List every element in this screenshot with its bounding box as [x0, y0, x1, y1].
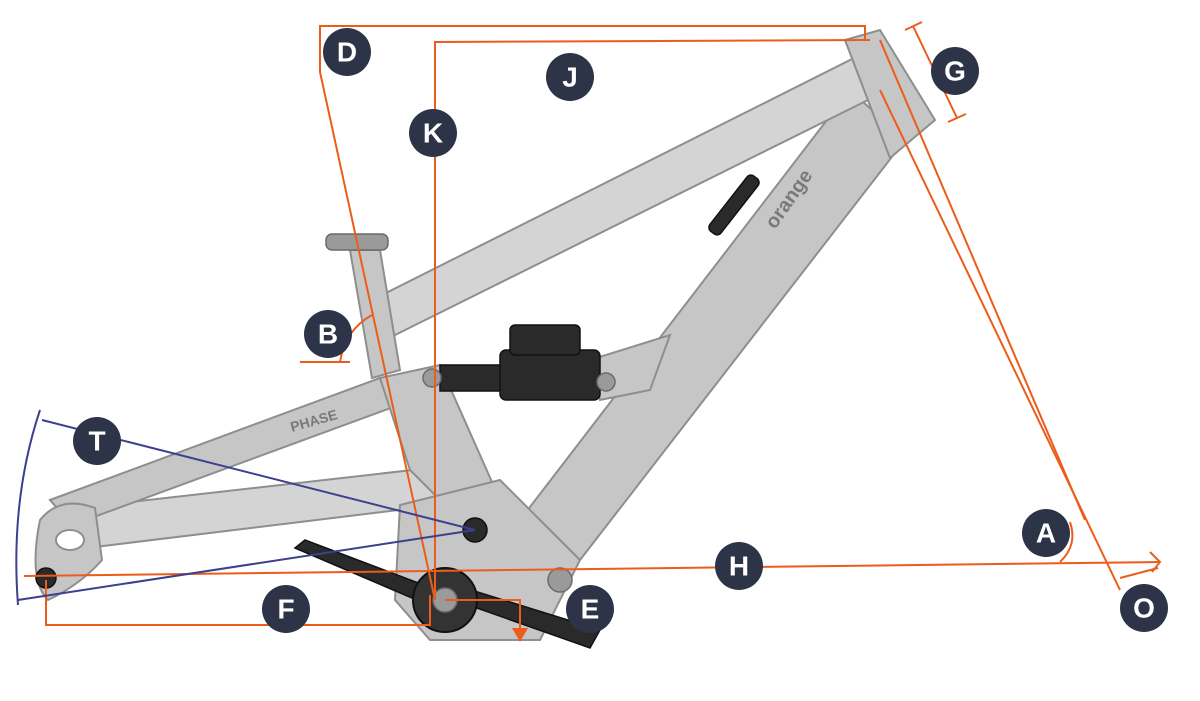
line-o-cap — [1119, 567, 1159, 579]
line-d — [319, 25, 866, 601]
shock-reservoir — [509, 324, 581, 356]
geometry-lines — [23, 21, 1162, 642]
marker-d-label: D — [337, 37, 357, 68]
marker-e-circle — [566, 585, 614, 633]
marker-o: O — [1120, 584, 1168, 632]
marker-b-circle — [304, 310, 352, 358]
arc-t — [15, 409, 41, 606]
marker-t-label: T — [88, 426, 105, 457]
arc-a — [1059, 521, 1074, 563]
marker-g: G — [931, 47, 979, 95]
marker-o-circle — [1120, 584, 1168, 632]
head-tube — [843, 28, 937, 160]
marker-e-label: E — [581, 594, 600, 625]
shock-body — [439, 364, 511, 392]
line-o — [879, 39, 1086, 521]
marker-g-circle — [931, 47, 979, 95]
line-e — [445, 599, 521, 630]
marker-b-label: B — [318, 319, 338, 350]
marker-a-circle — [1022, 509, 1070, 557]
marker-j: J — [546, 53, 594, 101]
marker-h-circle — [715, 542, 763, 590]
marker-h: H — [715, 542, 763, 590]
line-h-cap — [1149, 551, 1162, 573]
marker-h-label: H — [729, 551, 749, 582]
marker-d-circle — [323, 28, 371, 76]
shock-eyelet-front — [422, 368, 442, 388]
bike-frame-illustration: orange PHASE — [34, 28, 937, 649]
marker-g-label: G — [944, 56, 966, 87]
line-head-angle — [879, 89, 1121, 591]
line-g-cap-top — [904, 21, 923, 31]
marker-o-label: O — [1133, 593, 1155, 624]
line-g-cap-bottom — [947, 113, 967, 123]
marker-d: D — [323, 28, 371, 76]
marker-e: E — [566, 585, 614, 633]
marker-a: A — [1022, 509, 1070, 557]
marker-k-label: K — [423, 118, 443, 149]
shock-eyelet-rear — [596, 372, 616, 392]
lower-pivot — [547, 567, 573, 593]
marker-f-circle — [262, 585, 310, 633]
marker-b: B — [304, 310, 352, 358]
dropout-cutout — [55, 529, 85, 551]
shock-can — [499, 349, 601, 401]
marker-j-label: J — [562, 62, 578, 93]
line-j — [434, 39, 871, 600]
marker-k: K — [409, 109, 457, 157]
rear-shock — [422, 324, 616, 401]
marker-layer: D J K G B T A H E F O — [73, 28, 1168, 633]
line-t-lower — [17, 529, 476, 601]
marker-a-label: A — [1036, 518, 1056, 549]
marker-f-label: F — [277, 594, 294, 625]
marker-f: F — [262, 585, 310, 633]
marker-j-circle — [546, 53, 594, 101]
line-f — [45, 580, 431, 626]
marker-k-circle — [409, 109, 457, 157]
marker-t-circle — [73, 417, 121, 465]
marker-t: T — [73, 417, 121, 465]
line-h — [23, 561, 1161, 577]
arrow-e — [512, 628, 528, 642]
frame-port — [708, 174, 760, 236]
